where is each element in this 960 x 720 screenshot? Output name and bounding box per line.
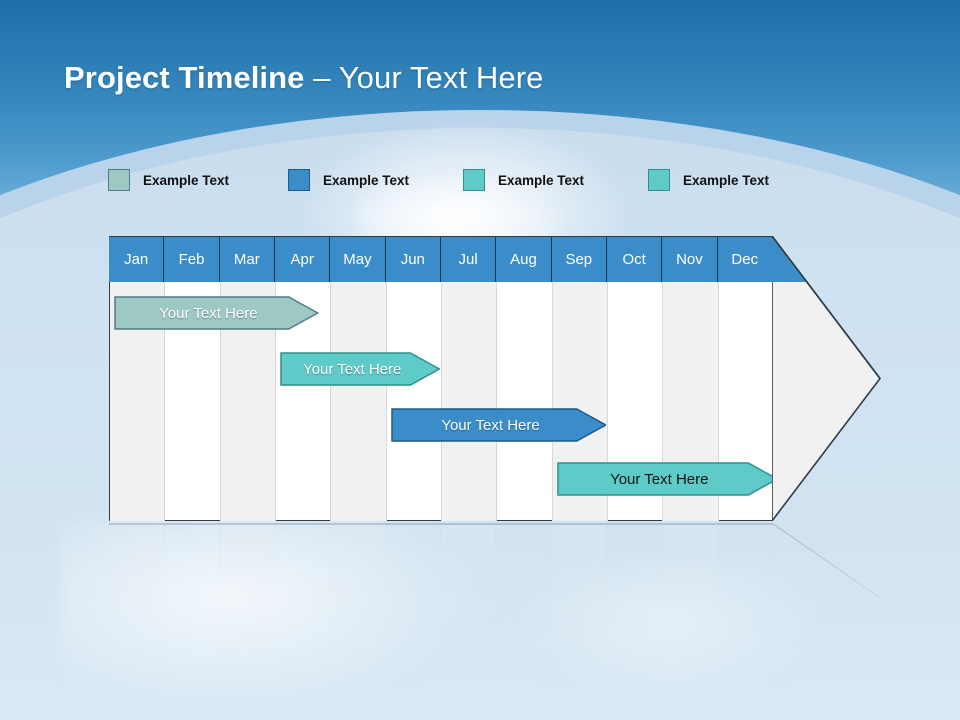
legend-label-3: Example Text xyxy=(498,172,585,188)
timeline-bar-3[interactable]: Your Text Here xyxy=(390,408,607,442)
legend-swatch-icon-1 xyxy=(108,169,130,191)
timeline-bar-label-4: Your Text Here xyxy=(610,470,709,488)
cloud-wisp-lower-left xyxy=(60,520,480,710)
legend-item-1[interactable]: Example Text xyxy=(108,168,229,192)
month-header-may[interactable]: May xyxy=(330,236,386,282)
grid-column-jun xyxy=(387,236,442,521)
month-header-jul[interactable]: Jul xyxy=(440,236,497,282)
legend-label-4: Example Text xyxy=(683,172,770,188)
timeline-bar-label-2: Your Text Here xyxy=(303,360,402,378)
timeline-bar-shape-3 xyxy=(390,408,607,442)
grid-column-aug xyxy=(497,236,553,521)
grid-column-jul xyxy=(441,236,498,521)
grid-column-feb xyxy=(165,236,221,521)
page-title: Project Timeline – Your Text Here xyxy=(64,60,543,96)
legend-item-2[interactable]: Example Text xyxy=(288,168,409,192)
legend-label-2: Example Text xyxy=(323,172,410,188)
legend-swatch-icon-3 xyxy=(463,169,485,191)
month-header-sep[interactable]: Sep xyxy=(551,236,607,282)
timeline-bar-2[interactable]: Your Text Here xyxy=(280,352,441,386)
timeline-bar-1[interactable]: Your Text Here xyxy=(114,296,319,330)
grid-column-mar xyxy=(220,236,276,521)
cloud-wisp-lower-right xyxy=(520,560,820,700)
month-header-jan[interactable]: Jan xyxy=(109,236,165,282)
month-header-feb[interactable]: Feb xyxy=(164,236,220,282)
timeline-bar-shape-1 xyxy=(114,296,319,330)
month-header-dec[interactable]: Dec xyxy=(717,236,773,282)
month-header-aug[interactable]: Aug xyxy=(496,236,552,282)
page-title-light: – Your Text Here xyxy=(304,60,544,95)
legend-swatch-icon-2 xyxy=(288,169,310,191)
legend-label-1: Example Text xyxy=(143,172,230,188)
legend-item-4[interactable]: Example Text xyxy=(648,168,769,192)
grid-column-oct xyxy=(608,236,664,521)
month-header-oct[interactable]: Oct xyxy=(606,236,663,282)
legend-swatch-icon-4 xyxy=(648,169,670,191)
month-header-apr[interactable]: Apr xyxy=(274,236,331,282)
month-header-jun[interactable]: Jun xyxy=(385,236,441,282)
grid-column-jan xyxy=(110,236,166,521)
month-header-mar[interactable]: Mar xyxy=(219,236,275,282)
timeline-bar-shape-4 xyxy=(556,462,778,496)
timeline-bar-shape-2 xyxy=(280,352,441,386)
legend-item-3[interactable]: Example Text xyxy=(463,168,584,192)
timeline-bar-label-3: Your Text Here xyxy=(441,416,540,434)
timeline-arrow-head xyxy=(772,236,882,521)
page-title-strong: Project Timeline xyxy=(64,60,305,95)
timeline-bar-label-1: Your Text Here xyxy=(159,304,258,322)
month-header-nov[interactable]: Nov xyxy=(662,236,718,282)
legend: Example Text Example Text Example Text Exam… xyxy=(108,168,808,196)
timeline-bar-4[interactable]: Your Text Here xyxy=(556,462,778,496)
